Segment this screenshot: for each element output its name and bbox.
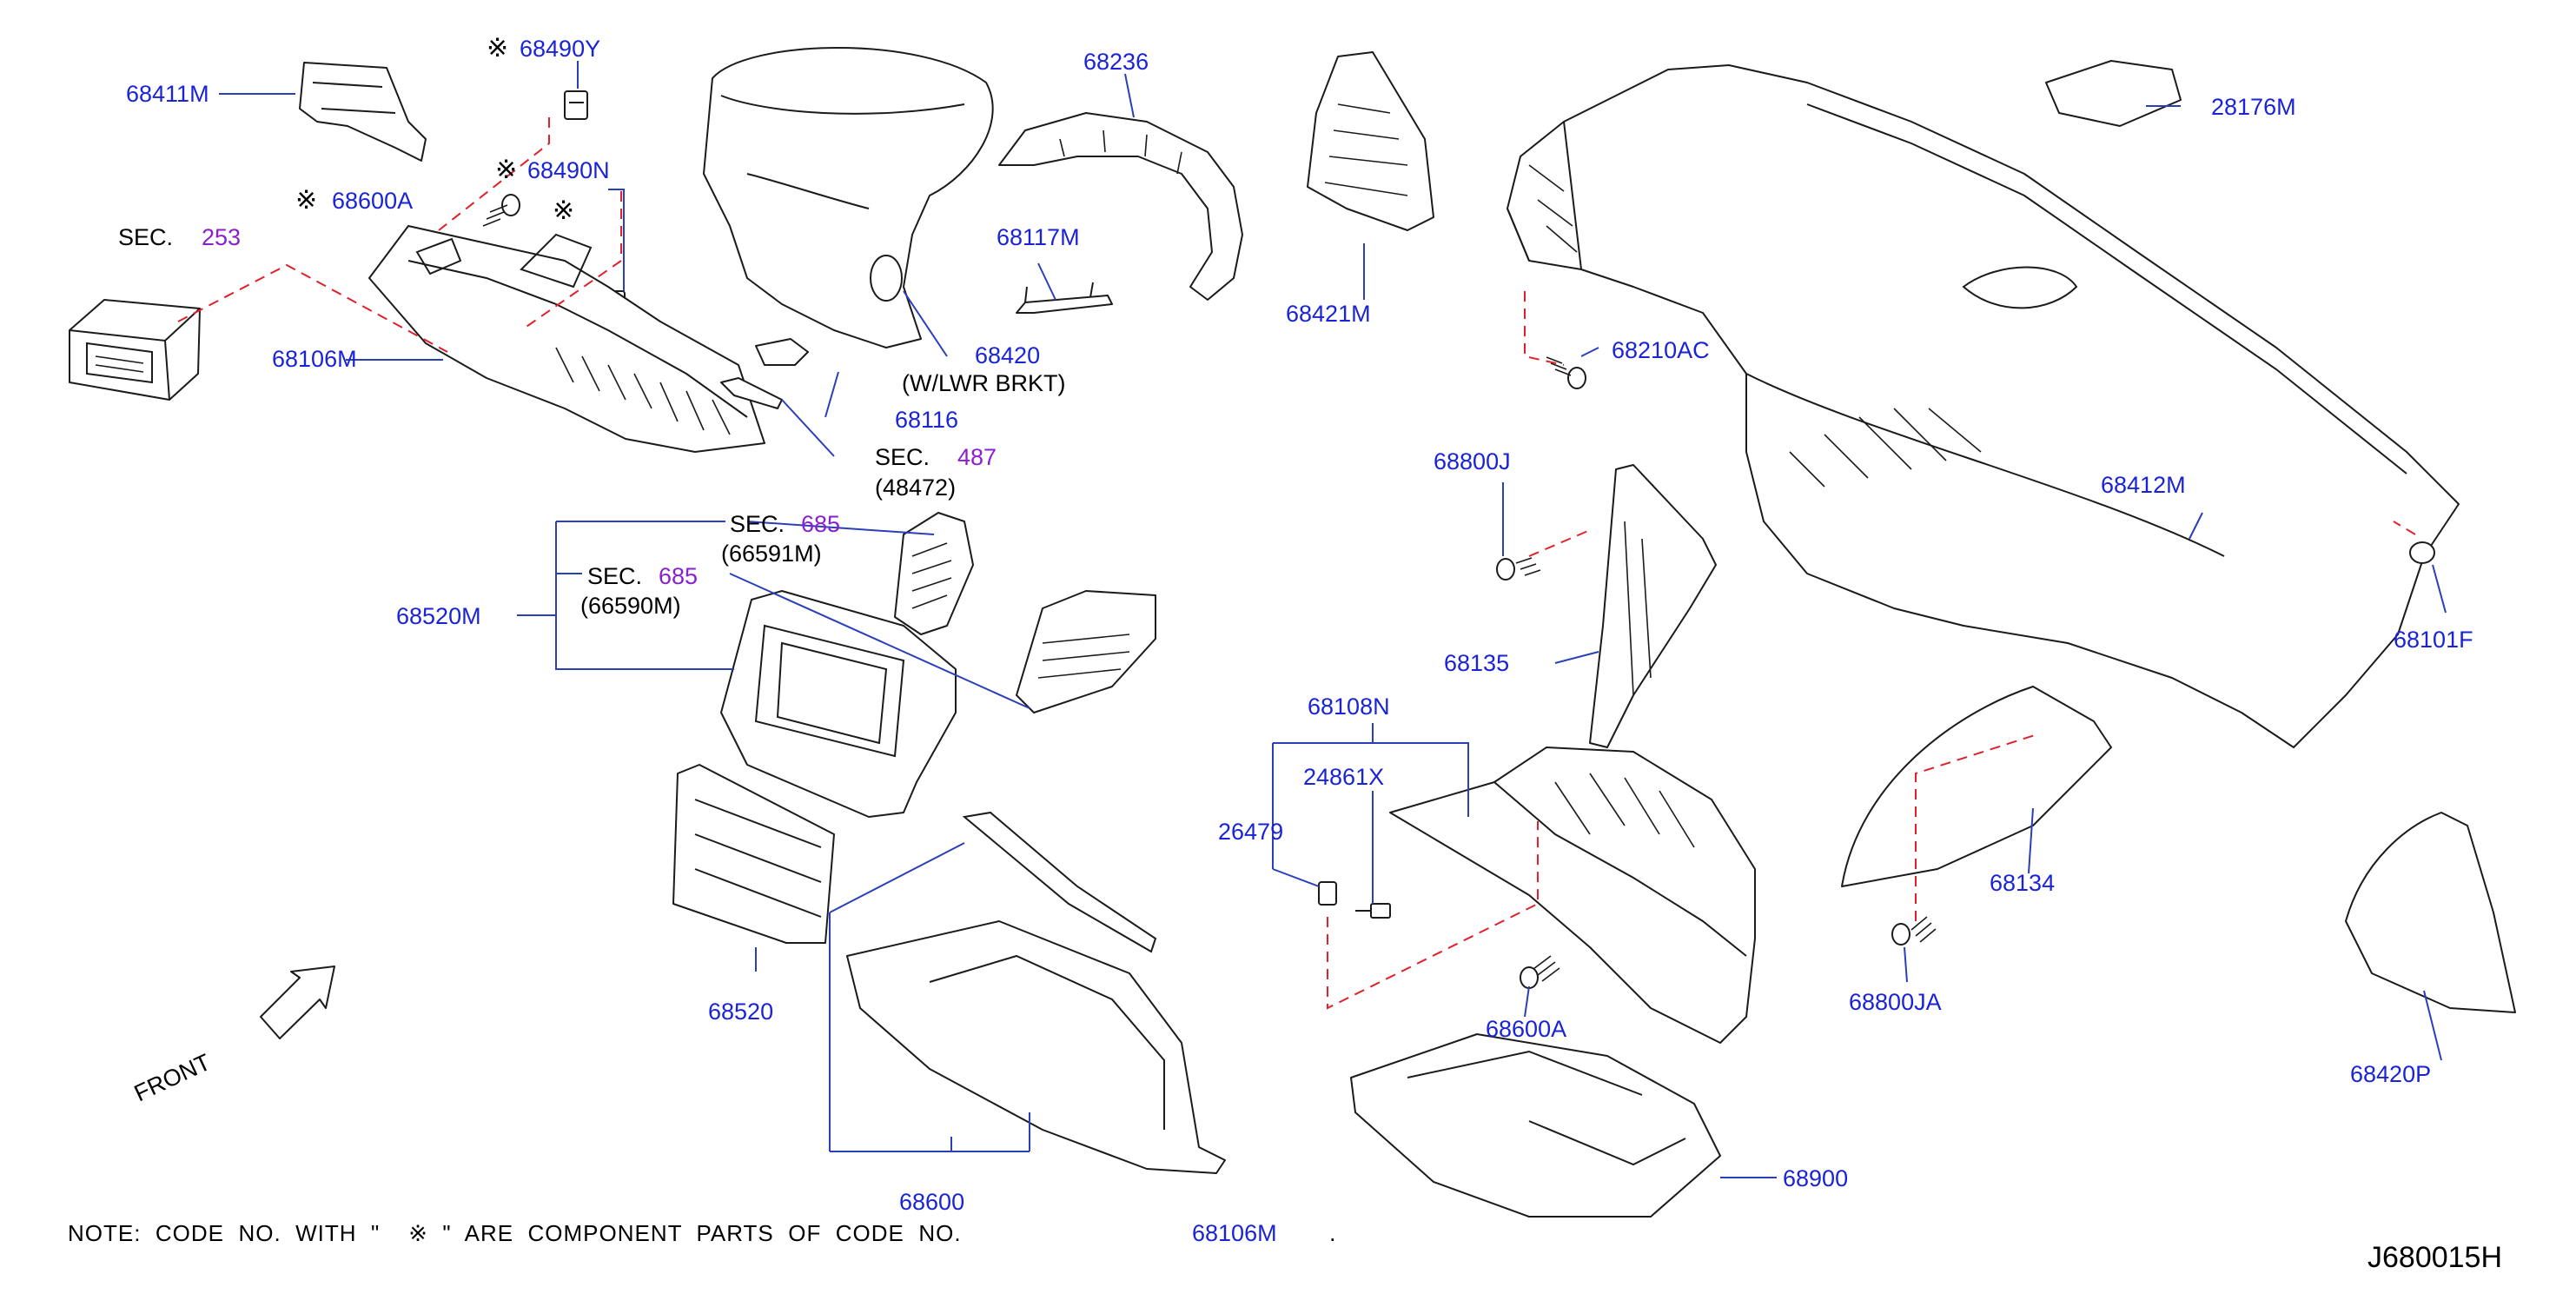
label-68600a-top: 68600A: [332, 188, 413, 214]
label-28176m: 28176M: [2211, 94, 2296, 120]
label-68600a-bottom: 68600A: [1486, 1016, 1566, 1042]
label-68134: 68134: [1990, 870, 2055, 896]
sec685b-prefix: SEC.: [587, 563, 642, 589]
part-68520-drawing: [672, 764, 835, 944]
label-68900: 68900: [1783, 1165, 1848, 1191]
part-68106m-drawing: [368, 225, 765, 453]
label-68117m: 68117M: [997, 224, 1080, 250]
sec685-vent-b-drawing: [1016, 590, 1156, 713]
label-24861x: 24861X: [1303, 764, 1384, 790]
label-68236: 68236: [1083, 49, 1149, 75]
sec685a-prefix: SEC.: [730, 511, 785, 537]
sec685-vent-a-drawing: [894, 512, 974, 635]
label-68135: 68135: [1444, 650, 1509, 676]
asterisk-mark-68490y: ※: [487, 34, 508, 63]
sec253-number: 253: [202, 224, 241, 250]
part-68117m-drawing: [1016, 282, 1113, 314]
part-68420-drawing: [703, 47, 994, 348]
part-68135-drawing: [1589, 464, 1717, 748]
sec487-subcode: (48472): [875, 474, 956, 501]
part-68800ja-screw: [1891, 916, 1937, 946]
part-68101f-drawing: [2409, 541, 2435, 564]
part-68800j-screw: [1496, 557, 1541, 581]
label-68520m: 68520M: [396, 603, 481, 629]
note-text: NOTE: CODE NO. WITH " ※ " ARE COMPONENT …: [68, 1220, 962, 1246]
label-68412m: 68412M: [2101, 472, 2186, 498]
part-68900-drawing: [1350, 1033, 1721, 1218]
sec487-prefix: SEC.: [875, 444, 930, 470]
label-68420: 68420: [975, 342, 1040, 368]
sec685a-number: 685: [801, 511, 840, 537]
part-68600-drawing: [846, 811, 1226, 1174]
front-direction-indicator: FRONT: [130, 966, 335, 1106]
asterisk-mark-clip: ※: [553, 196, 574, 225]
asterisk-mark-68600a: ※: [295, 186, 317, 215]
part-68134-drawing: [1841, 686, 2112, 887]
label-68420p: 68420P: [2350, 1061, 2431, 1087]
label-68421m: 68421M: [1286, 301, 1371, 327]
leader-lines: [219, 61, 2447, 1178]
front-label: FRONT: [130, 1049, 215, 1106]
part-68420p-drawing: [2345, 812, 2516, 1013]
label-26479: 26479: [1218, 819, 1283, 845]
part-68411m-drawing: [299, 62, 427, 162]
part-68412m-drawing: [1507, 64, 2460, 748]
label-68800ja: 68800JA: [1849, 989, 1942, 1015]
part-68236-drawing: [998, 112, 1243, 301]
sec253-unit-drawing: [69, 299, 201, 401]
dashed-links: [177, 117, 2416, 1010]
label-68116: 68116: [895, 407, 958, 433]
part-68600a-bottom-screw: [1520, 955, 1560, 989]
label-68800j: 68800J: [1434, 448, 1511, 474]
sec685b-number: 685: [659, 563, 698, 589]
note-end: .: [1329, 1220, 1336, 1246]
part-24861x-drawing: [1355, 903, 1391, 919]
label-68108n: 68108N: [1308, 693, 1390, 720]
part-68490y-drawing: [564, 90, 588, 120]
note-code: 68106M: [1192, 1220, 1277, 1246]
sec487-number: 487: [957, 444, 997, 470]
label-68101f: 68101F: [2394, 627, 2473, 653]
label-68106m: 68106M: [272, 346, 357, 372]
part-28176m-drawing: [2045, 60, 2182, 127]
sec685b-subcode: (66590M): [580, 593, 681, 619]
part-68210ac-screw: [1546, 356, 1586, 389]
part-26479-drawing: [1318, 881, 1337, 906]
label-68520: 68520: [708, 999, 773, 1025]
sec685a-subcode: (66591M): [721, 541, 822, 567]
label-68210ac: 68210AC: [1612, 337, 1710, 363]
part-68520m-drawing: [720, 590, 957, 818]
part-68421m-drawing: [1307, 51, 1434, 231]
part-68600a-top-screw: [482, 194, 520, 227]
sec487-part-drawing: [720, 377, 783, 409]
part-68108n-drawing: [1389, 747, 1756, 1044]
label-68411m: 68411M: [126, 81, 209, 107]
front-arrow-icon: [260, 966, 335, 1039]
label-68600: 68600: [899, 1189, 964, 1215]
sec253-prefix: SEC.: [118, 224, 173, 250]
diagram-code: J680015H: [2367, 1241, 2502, 1274]
label-68490y: 68490Y: [520, 36, 600, 62]
label-68420-note: (W/LWR BRKT): [902, 370, 1065, 396]
part-68116-drawing: [755, 338, 809, 366]
asterisk-mark-68490n: ※: [495, 156, 517, 184]
label-68490n: 68490N: [527, 157, 610, 183]
